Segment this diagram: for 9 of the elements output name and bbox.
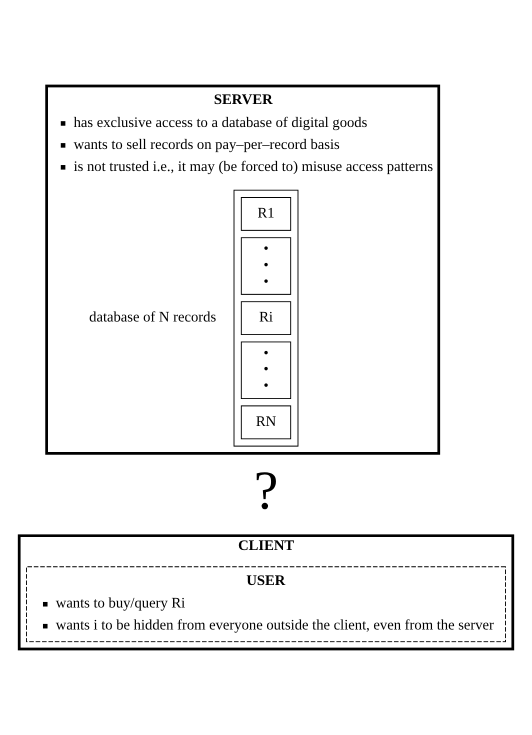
node-box: R1 bbox=[240, 197, 292, 231]
cluster bbox=[234, 190, 298, 447]
node-box: Ri bbox=[240, 301, 292, 336]
node-box: • • • bbox=[240, 237, 292, 295]
node-box: RN bbox=[240, 405, 292, 440]
node-label: database of N records bbox=[89, 310, 216, 326]
node-box: • • • bbox=[240, 341, 292, 400]
node-box: USER wants to buy/query Ri wants i to be hidden from everyone outside the client, even from the server bbox=[26, 566, 506, 642]
label: ? bbox=[254, 459, 278, 520]
